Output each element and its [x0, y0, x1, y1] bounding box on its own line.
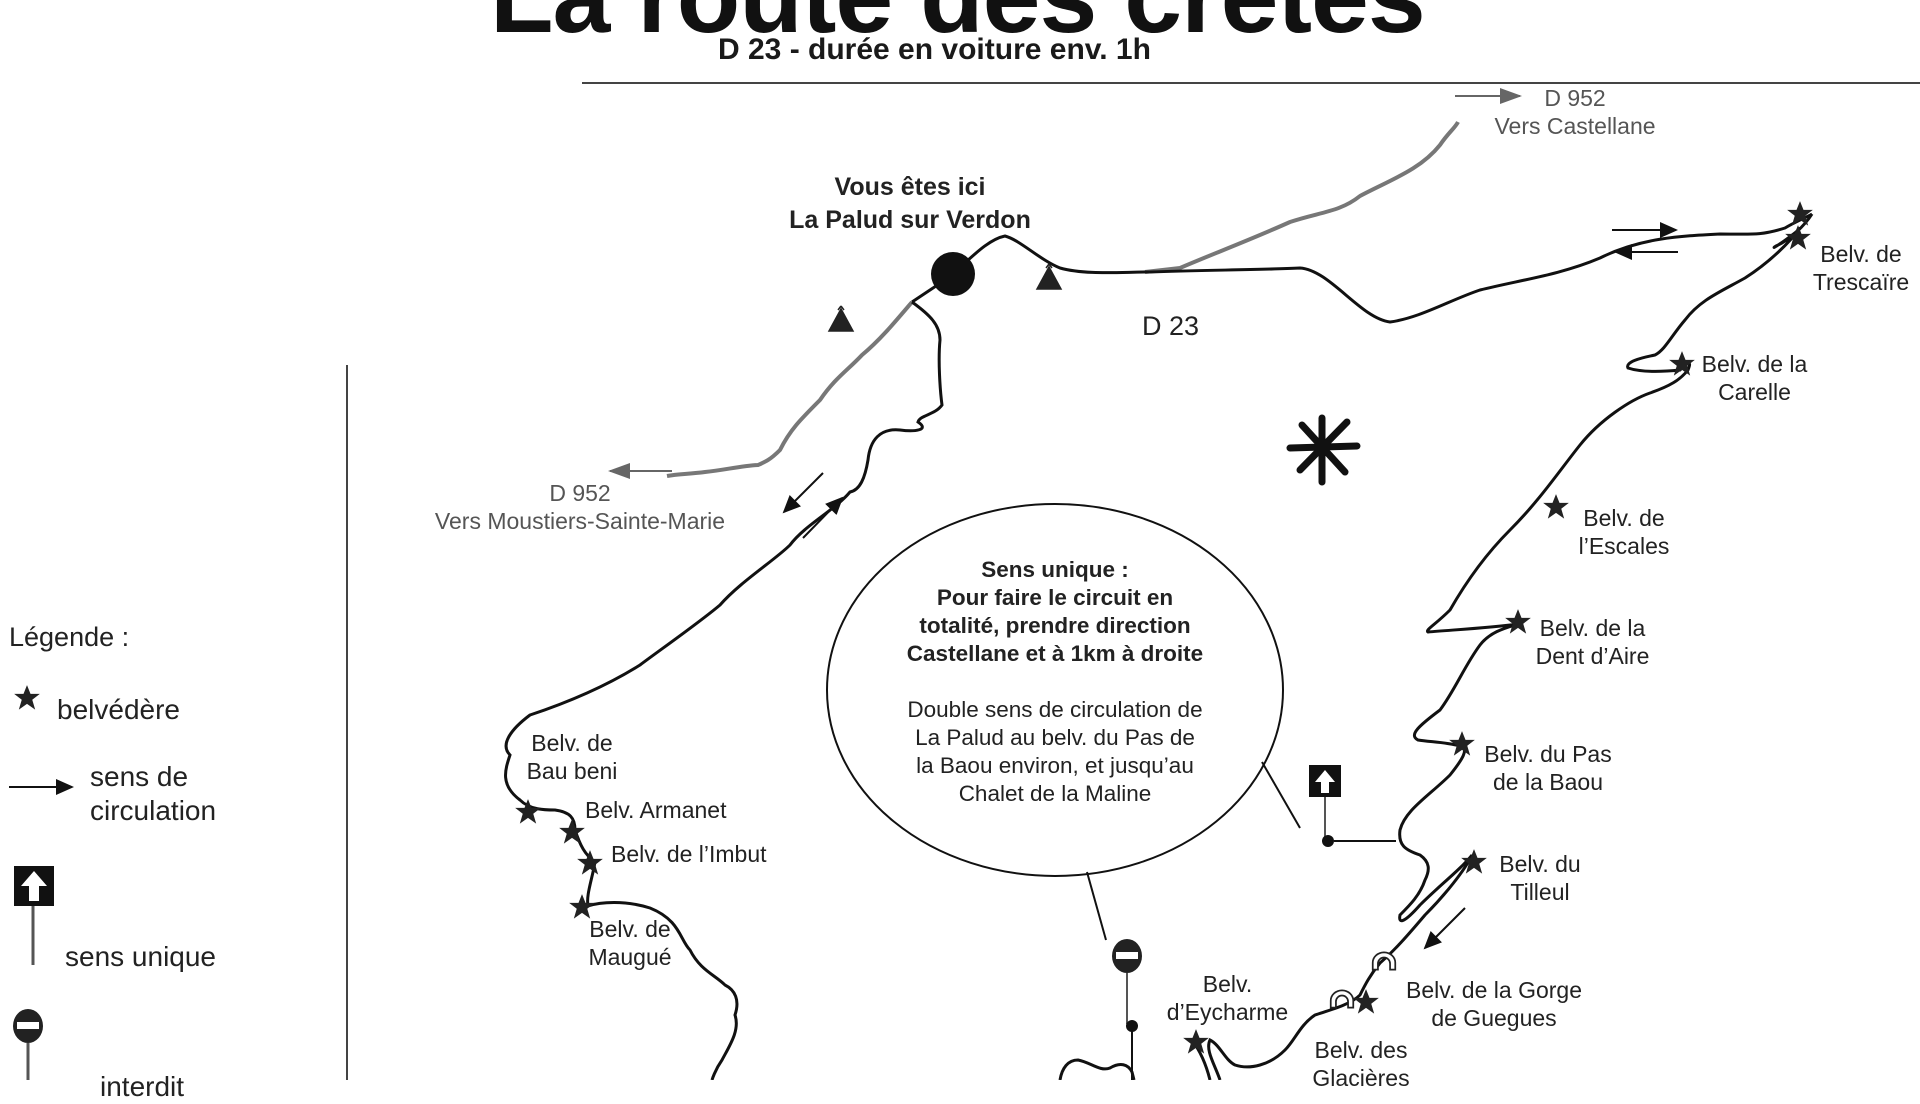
star-icon	[14, 685, 40, 710]
direction-arrow-ne	[802, 496, 844, 539]
info-bubble	[826, 503, 1284, 877]
bubble-bold-line: Castellane et à 1km à droite	[906, 641, 1204, 666]
page-title: La route des crêtes	[490, 0, 1426, 57]
asterisk-marker	[1286, 414, 1361, 486]
bubble-line: Double sens de circulation de	[907, 697, 1203, 722]
bubble-line: Chalet de la Maline	[958, 781, 1152, 806]
one-way-sign-icon	[1309, 765, 1396, 847]
star-icon	[1543, 494, 1569, 519]
star-icon	[1505, 609, 1531, 634]
belvedere-label-imbut: Belv. de l’Imbut	[611, 841, 767, 867]
star-icon	[1183, 1029, 1209, 1054]
bubble-line: la Baou environ, et jusqu’au	[916, 753, 1194, 778]
bubble-bold-line: Pour faire le circuit en	[936, 585, 1174, 610]
bubble-line: La Palud au belv. du Pas de	[915, 725, 1195, 750]
legend-label-no-entry: interdit	[100, 1071, 185, 1102]
star-icon	[1787, 201, 1813, 226]
bubble-pointer-bottom	[1086, 871, 1107, 941]
legend-label-one-way: sens unique	[65, 941, 217, 972]
belvedere-label-eycharme: Belv.d’Eycharme	[1166, 971, 1289, 1025]
you-are-here-marker	[931, 252, 975, 296]
d23-road-south	[1058, 1058, 1136, 1080]
bubble-pointer-right	[1261, 761, 1301, 829]
one-way-sign-icon	[14, 866, 54, 965]
info-bubble-text: Sens unique : Pour faire le circuit en t…	[870, 556, 1240, 808]
road-label-d23: D 23	[1142, 311, 1200, 341]
legend-divider	[346, 365, 348, 1080]
star-icon	[515, 799, 541, 824]
trescaire-loop	[1207, 213, 1814, 1080]
exit-moustiers-label: D 952 Vers Moustiers-Sainte-Marie	[434, 480, 726, 534]
legend-label-circulation: sens de circulation	[90, 761, 217, 826]
no-entry-sign-icon	[1112, 939, 1142, 1080]
d23-road-west	[504, 300, 944, 1080]
campsite-icon	[828, 305, 854, 332]
d952-castellane-road	[1144, 121, 1460, 274]
d23-road-north	[911, 212, 1813, 324]
direction-arrow-sw	[782, 472, 824, 514]
you-are-here-label: Vous êtes ici La Palud sur Verdon	[789, 173, 1031, 234]
header-divider	[582, 82, 1920, 84]
star-icon	[1353, 989, 1379, 1014]
page-subtitle: D 23 - durée en voiture env. 1h	[718, 33, 1151, 66]
d952-moustiers-road	[666, 300, 914, 478]
legend-title: Légende :	[9, 622, 130, 652]
bubble-bold-line: totalité, prendre direction	[919, 613, 1191, 638]
star-icon	[577, 850, 603, 875]
direction-arrow-tilleul	[1423, 907, 1466, 950]
star-icon	[559, 819, 585, 844]
no-entry-sign-icon	[13, 1009, 43, 1080]
legend-label-belvedere: belvédère	[57, 694, 180, 725]
route-map	[9, 88, 1814, 1080]
belvedere-label-armanet: Belv. Armanet	[585, 797, 727, 823]
exit-castellane-label: D 952 Vers Castellane	[1494, 85, 1656, 139]
bubble-bold-line: Sens unique :	[981, 557, 1129, 582]
